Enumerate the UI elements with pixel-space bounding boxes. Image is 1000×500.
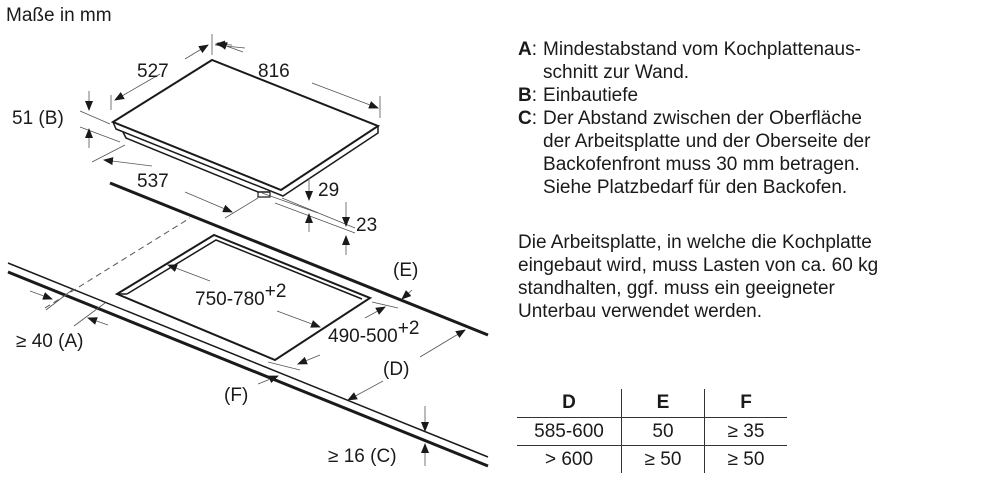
dim-cutout-length: 750-780+2 bbox=[195, 281, 286, 310]
legend-text: Einbautiefe bbox=[543, 85, 639, 106]
table-cell: > 600 bbox=[544, 448, 594, 470]
legend-item-C: C: Der Abstand zwischen der Oberfläche d… bbox=[518, 108, 871, 198]
label-E: (E) bbox=[393, 260, 418, 281]
legend-key: B bbox=[518, 85, 532, 106]
label-D: (D) bbox=[383, 359, 409, 380]
legend-item-B: B: Einbautiefe bbox=[518, 85, 639, 106]
label-A: ≥ 40 (A) bbox=[16, 331, 83, 352]
table-header-row: D E F bbox=[517, 389, 787, 418]
table-cell: 585-600 bbox=[534, 420, 604, 442]
table-header: E bbox=[621, 389, 705, 418]
dim-cooktop-length: 816 bbox=[258, 61, 290, 82]
table-cell: ≥ 35 bbox=[704, 417, 787, 446]
label-C: ≥ 16 (C) bbox=[328, 446, 397, 467]
load-note: Die Arbeitsplatte, in welche die Kochpla… bbox=[518, 232, 879, 322]
legend-item-A: A: Mindestabstand vom Kochplattenaus- sc… bbox=[518, 39, 861, 83]
worktop-back-edge bbox=[109, 181, 489, 337]
legend-key: A bbox=[518, 39, 532, 60]
clearance-table: D E F 585-600 50 ≥ 35 > 600 ≥ 50 ≥ 50 bbox=[517, 389, 787, 473]
legend-key: C bbox=[518, 108, 532, 129]
table-header: F bbox=[704, 389, 787, 418]
table-cell: 50 bbox=[621, 417, 705, 446]
dim-23: 23 bbox=[356, 215, 377, 236]
dim-installation-depth: 51 (B) bbox=[12, 108, 64, 129]
label-F: (F) bbox=[224, 385, 248, 406]
legend-text: Der Abstand zwischen der Oberfläche der … bbox=[543, 108, 871, 198]
legend: A: Mindestabstand vom Kochplattenaus- sc… bbox=[518, 38, 870, 199]
dim-29: 29 bbox=[318, 180, 339, 201]
legend-text: Mindestabstand vom Kochplattenaus- schni… bbox=[543, 39, 861, 83]
dim-cutout-depth: 490-500+2 bbox=[328, 318, 419, 347]
dim-cooktop-depth: 537 bbox=[137, 171, 169, 192]
table-cell: ≥ 50 bbox=[704, 445, 787, 473]
cutout-dimensions bbox=[29, 264, 466, 466]
dim-cooktop-width: 527 bbox=[137, 61, 169, 82]
cooktop-dimensions bbox=[79, 34, 381, 255]
wall-reference-line bbox=[44, 217, 191, 309]
cooktop-drawing bbox=[110, 58, 381, 198]
worktop-front-edge bbox=[7, 262, 489, 468]
table-cell: ≥ 50 bbox=[621, 445, 705, 473]
table-header: D bbox=[562, 392, 576, 413]
table-row: 585-600 50 ≥ 35 bbox=[517, 417, 787, 446]
table-row: > 600 ≥ 50 ≥ 50 bbox=[517, 445, 787, 473]
cutout-drawing bbox=[114, 233, 373, 362]
units-title: Maße in mm bbox=[6, 5, 112, 26]
installation-diagram: 527 816 51 (B) 537 29 23 750-780+2 490-5… bbox=[7, 34, 489, 468]
